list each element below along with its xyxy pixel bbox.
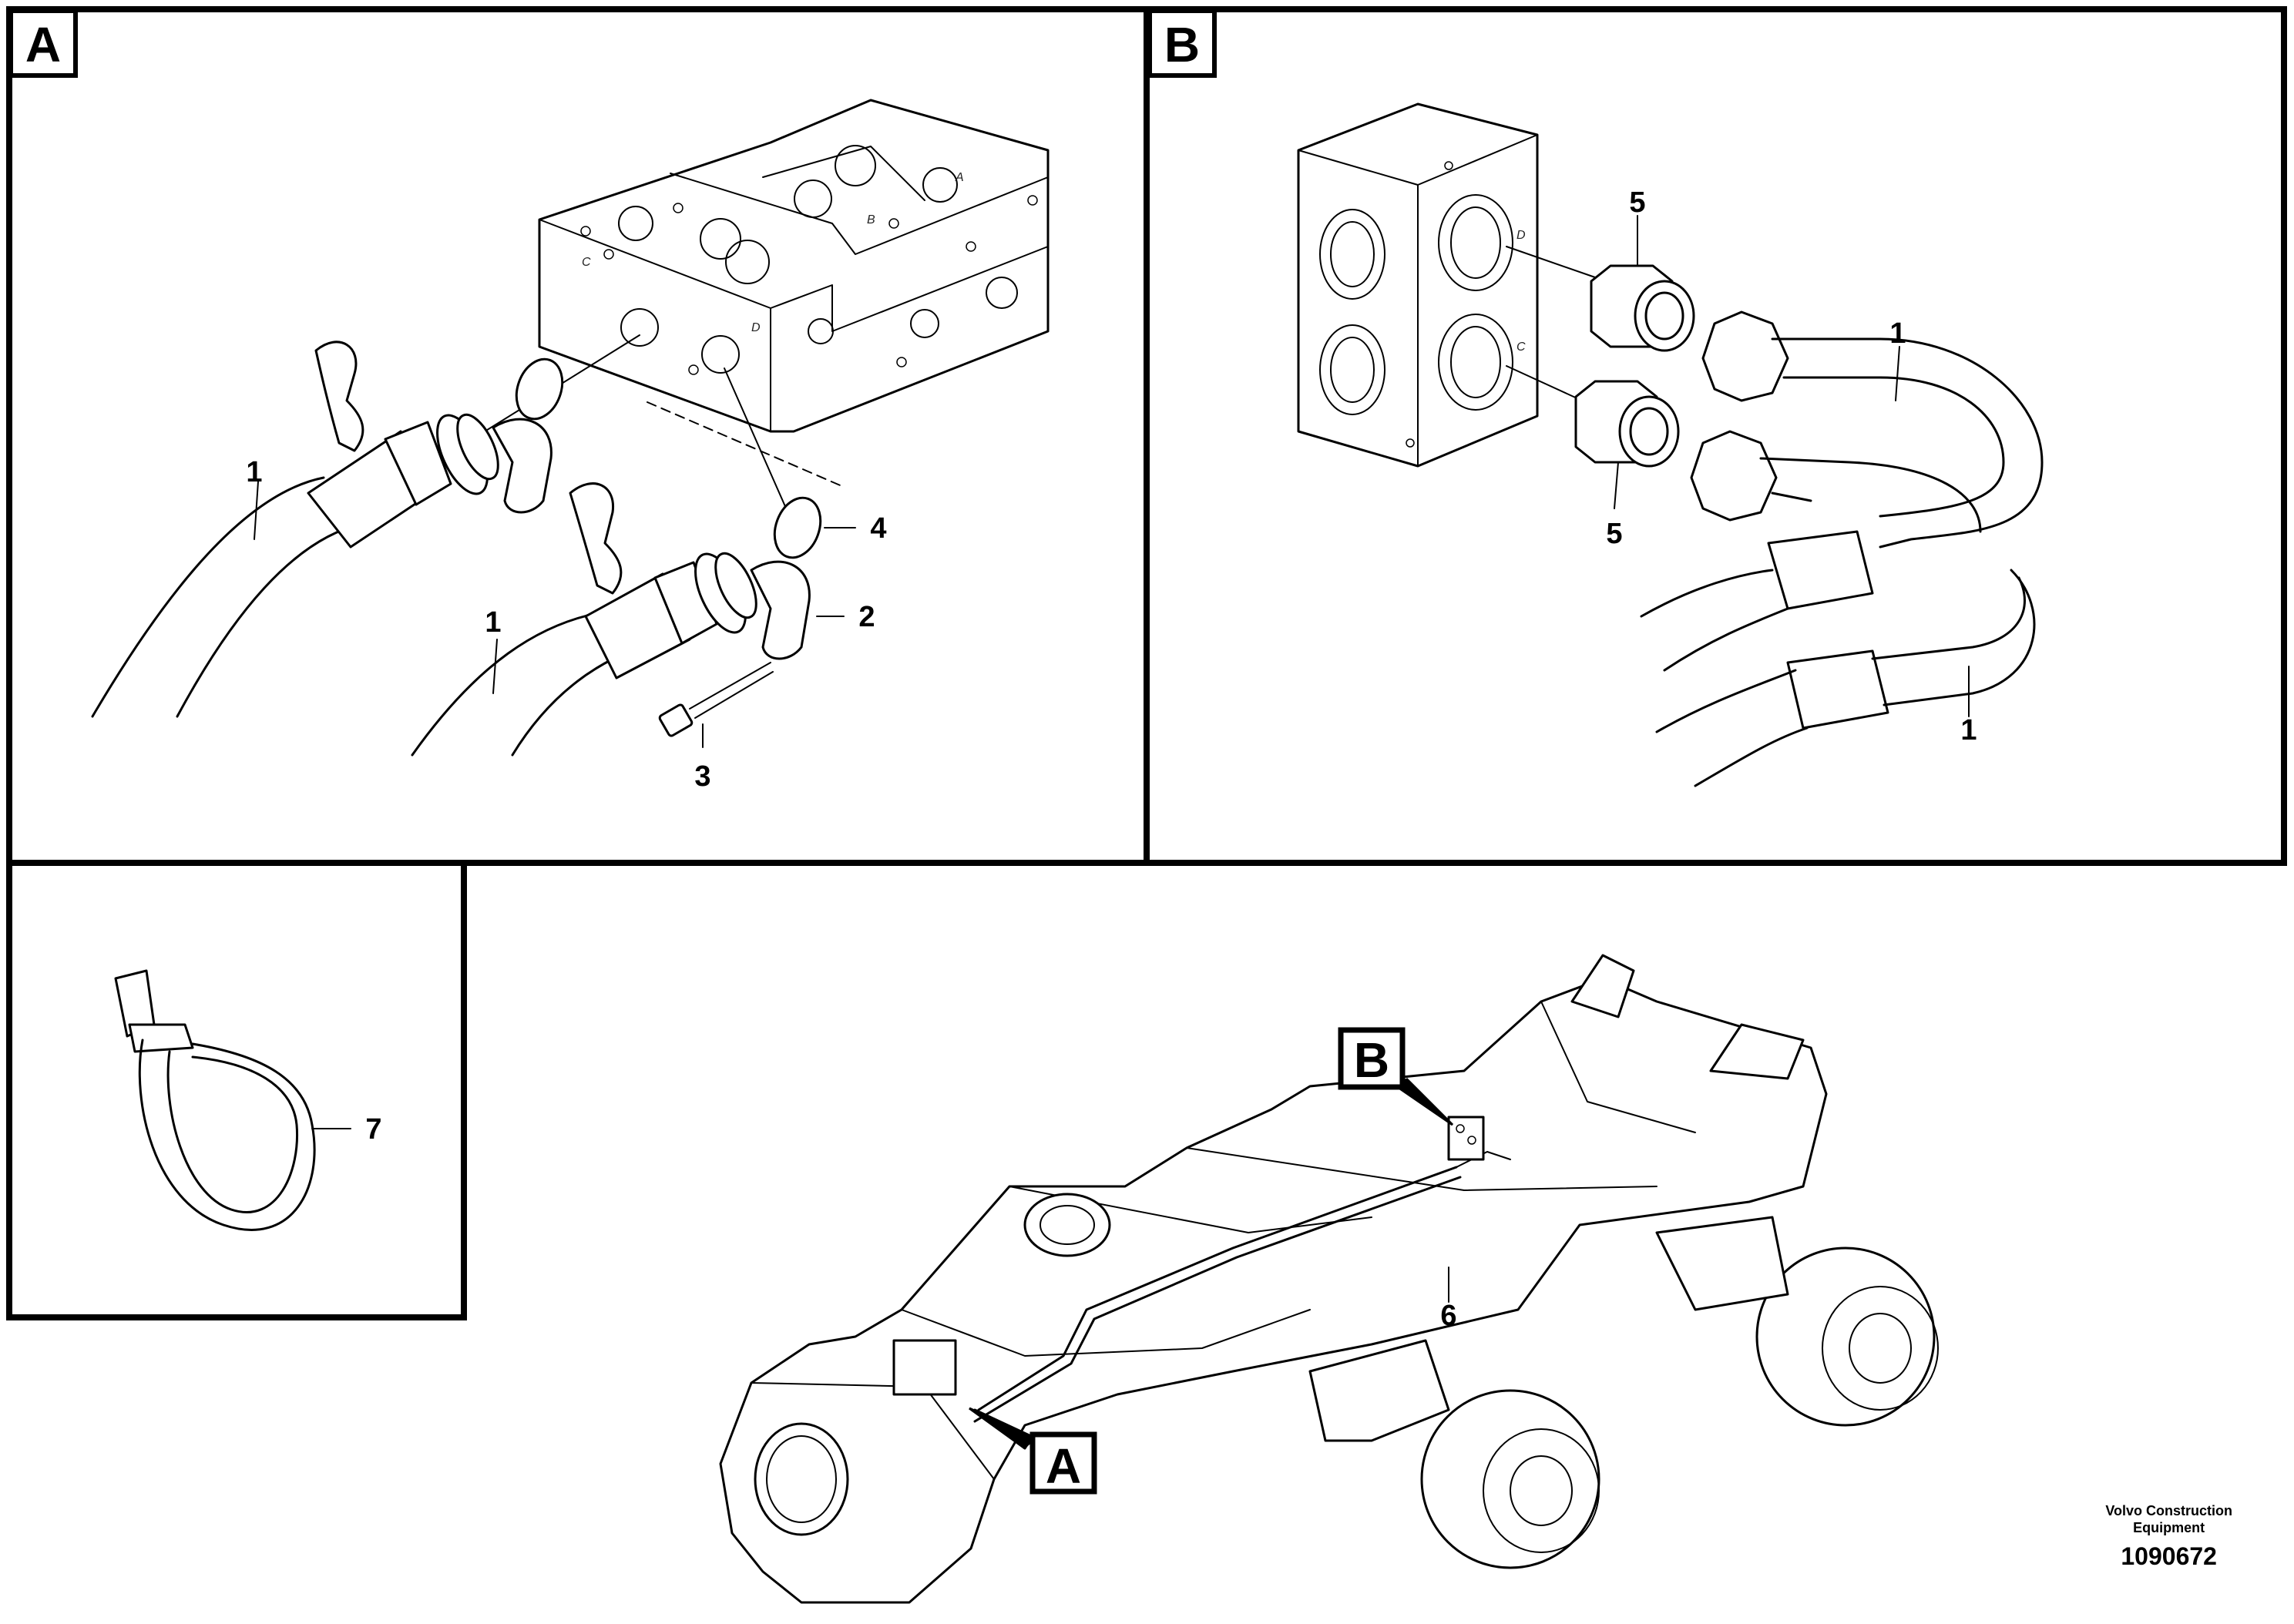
connection-block-b [1447,1116,1485,1161]
locator-a: A [969,1407,1097,1495]
callout-a-screw: 3 [694,760,710,793]
callout-pipe: 6 [1440,1300,1456,1332]
panel-b-frame [1144,6,2287,866]
callout-a-hose-lower: 1 [485,606,501,639]
panel-b-tag: B [1147,8,1217,78]
a-dashed-leader [647,401,845,488]
callout-strap: 7 [365,1113,381,1146]
machine-overview: 6 A B [719,954,1939,1604]
leader-b1-upper [1895,346,1900,401]
machine-frame [719,977,1828,1604]
valve-block-a: C D B A [538,99,1050,433]
leader-a1-upper [254,481,259,540]
wheel-hub-rear-right [1755,1247,1939,1427]
leader-a1-lower [492,639,498,694]
svg-text:C: C [582,256,591,269]
callout-b-nipple-upper: 5 [1629,186,1645,219]
panel-a-drawing: C D B A [91,99,1050,793]
hose-assembly-b-upper [1640,310,2044,672]
callout-a-oring: 4 [870,512,886,545]
connection-block-a [892,1339,957,1396]
leader-b5-lower [1614,461,1619,509]
b-port-leader-upper [1506,246,1596,278]
pipe-run [892,1116,1511,1423]
callout-b-nipple-lower: 5 [1606,518,1622,550]
screw-a [658,662,774,737]
hose-assembly-b-lower [1655,430,2036,787]
svg-text:D: D [1516,229,1526,242]
callout-a-flange: 2 [858,601,875,633]
panel-strap-drawing: 7 [114,969,382,1231]
nipple-b-lower [1574,380,1680,468]
callout-b-hose-lower: 1 [1960,714,1977,747]
drawing-footer: Volvo Construction Equipment 1090672 [2105,1502,2232,1571]
svg-text:B: B [867,213,875,226]
svg-text:D: D [751,321,761,334]
wheel-hub-front [1023,1193,1111,1257]
nipple-b-upper [1590,264,1695,352]
svg-text:A: A [955,171,964,184]
front-tube [754,1422,849,1536]
panel-strap-frame [6,860,467,1320]
callout-a-hose-upper: 1 [246,456,262,488]
brand-line2: Equipment [2133,1520,2205,1535]
svg-text:A: A [1046,1438,1081,1494]
svg-text:B: B [1164,17,1200,72]
brand-line1: Volvo Construction [2105,1503,2232,1518]
drawing-number: 1090672 [2121,1542,2217,1570]
callout-b-hose-upper: 1 [1889,317,1906,350]
svg-text:C: C [1516,341,1526,354]
valve-block-b: D C [1297,102,1539,468]
svg-text:A: A [25,17,61,72]
locator-b: B [1338,1027,1454,1126]
hose-assembly-a-upper [91,341,564,718]
wheel-hub-rear-left [1420,1389,1600,1569]
svg-text:B: B [1354,1032,1389,1088]
panel-frames [6,6,2287,1320]
panel-a-tag: A [8,8,78,78]
hose-assembly-a-lower [411,482,822,757]
panel-b-drawing: D C [1297,102,2044,787]
